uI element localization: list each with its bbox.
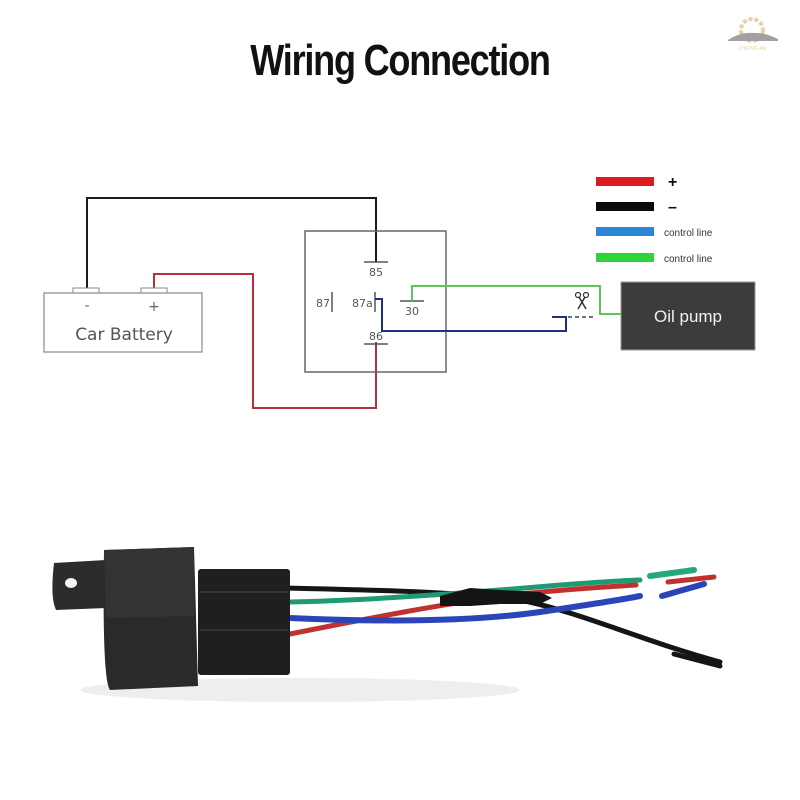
red-wire [153, 273, 377, 409]
photo-wire-green-tip [647, 567, 697, 579]
relay-product-photo [52, 547, 723, 702]
battery-positive-sign: + [148, 299, 160, 315]
legend-label-positive: + [668, 174, 677, 191]
blue-wire [375, 298, 567, 332]
photo-wire-blue [287, 593, 643, 624]
legend-swatch-positive [596, 177, 654, 186]
relay-box [304, 230, 447, 373]
logo-text: CHIONG-AN [738, 46, 767, 52]
legend-swatch-negative [596, 202, 654, 211]
battery-label: Car Battery [75, 325, 173, 345]
page-title: Wiring Connection [250, 36, 551, 85]
pin-86-label: 86 [369, 330, 383, 343]
pin-30-label: 30 [405, 305, 419, 318]
legend-swatch-control-green [596, 253, 654, 262]
photo-wire-black-tip [671, 651, 723, 669]
legend: + – control line control line [596, 174, 713, 265]
legend-label-control-green: control line [664, 254, 713, 265]
photo-connector [198, 569, 290, 675]
photo-wire-red-tip [665, 574, 717, 585]
legend-label-negative: – [668, 199, 677, 216]
photo-wire-blue-tip [659, 581, 707, 599]
battery-negative-terminal [72, 287, 100, 294]
battery-negative-sign: - [84, 298, 89, 314]
pin-85-label: 85 [369, 266, 383, 279]
car-battery: - + Car Battery [43, 287, 203, 353]
pin-87a-label: 87a [352, 297, 373, 310]
legend-swatch-control-blue [596, 227, 654, 236]
battery-positive-terminal [140, 287, 168, 294]
car-gear-logo-icon: CHIONG-AN [728, 17, 778, 52]
black-wire [86, 197, 377, 290]
battery-body [43, 292, 203, 353]
photo-relay-top-face [104, 547, 194, 618]
green-wire [411, 285, 621, 315]
legend-label-control-blue: control line [664, 228, 713, 239]
oil-pump-label: Oil pump [654, 307, 722, 326]
pin-87-label: 87 [316, 297, 330, 310]
photo-fuse-holder [440, 588, 552, 606]
oil-pump-box [620, 281, 756, 351]
scissors-icon [574, 291, 590, 310]
photo-mounting-tab [52, 560, 106, 610]
photo-wire-green [287, 577, 643, 605]
photo-mounting-hole [65, 578, 77, 588]
